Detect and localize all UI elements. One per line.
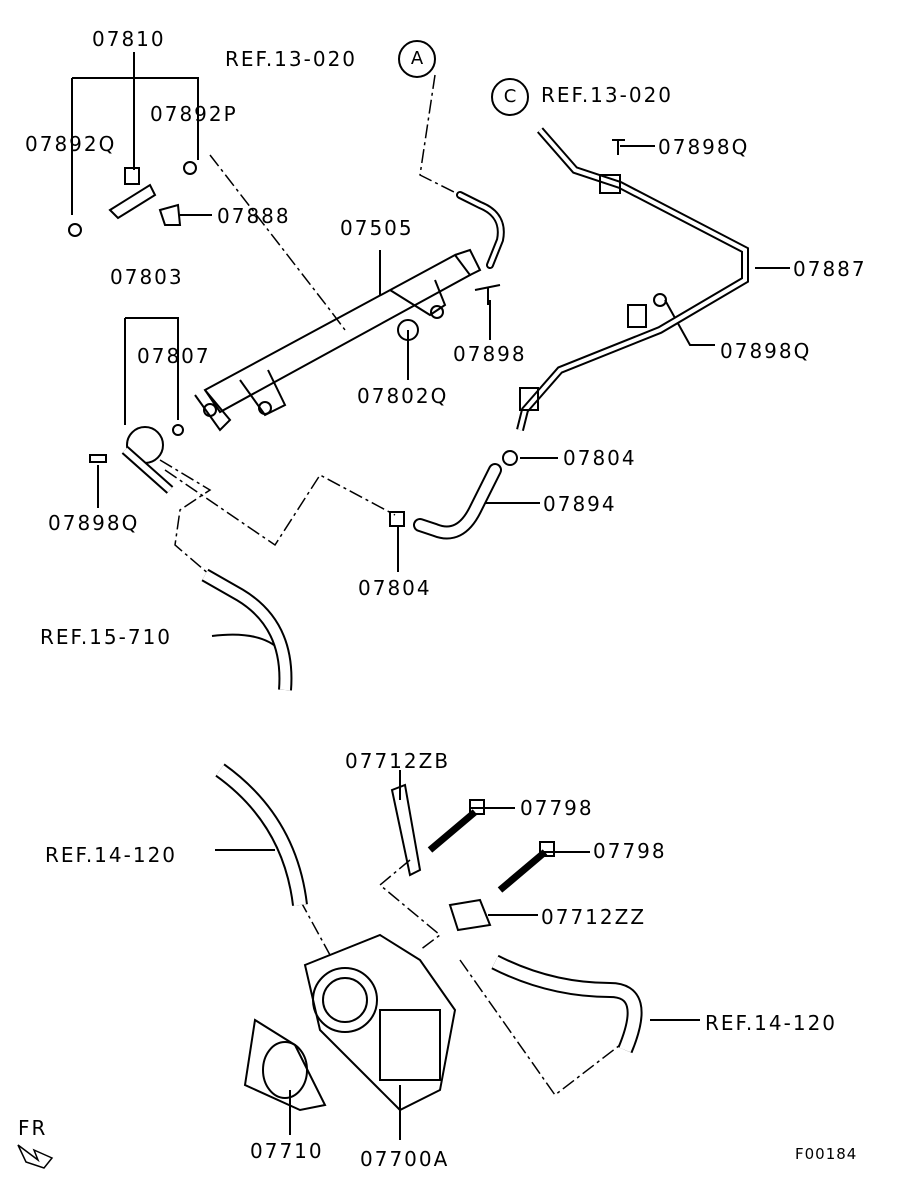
label-07505: 07505 [340, 216, 414, 240]
gasket-07710 [243, 1018, 327, 1112]
ref-a-label: REF.13-020 [225, 47, 358, 71]
pipe-07887 [516, 127, 749, 431]
pressure-regulator-07803 [121, 426, 174, 494]
label-07700a: 07700A [360, 1147, 450, 1171]
label-07712zz: 07712ZZ [541, 905, 647, 929]
ref-c-circle: C [491, 78, 529, 116]
label-07710: 07710 [250, 1139, 324, 1163]
label-07887: 07887 [793, 257, 867, 281]
label-07810: 07810 [92, 27, 166, 51]
ref-14-120-left-label: REF.14-120 [45, 843, 178, 867]
label-07898: 07898 [453, 342, 527, 366]
label-07798-a: 07798 [520, 796, 594, 820]
figure-code: F00184 [795, 1145, 858, 1163]
label-07712zb: 07712ZB [345, 749, 451, 773]
fuel-rail-07505 [194, 248, 482, 432]
guide-lines [159, 74, 621, 1097]
throttle-body-07700A [303, 933, 457, 1112]
ref-c-label: REF.13-020 [541, 83, 674, 107]
ref-a-circle: A [398, 40, 436, 78]
leader-lines [71, 52, 790, 1140]
label-07894: 07894 [543, 492, 617, 516]
label-07898q-left: 07898Q [48, 511, 140, 535]
ref-15-710-label: REF.15-710 [40, 625, 173, 649]
label-07803: 07803 [110, 265, 184, 289]
label-07802q: 07802Q [357, 384, 449, 408]
label-07804-mid: 07804 [358, 576, 432, 600]
label-07804-right: 07804 [563, 446, 637, 470]
label-07888: 07888 [217, 204, 291, 228]
front-indicator: FR [18, 1116, 48, 1140]
label-07892p: 07892P [150, 102, 238, 126]
label-07798-b: 07798 [593, 839, 667, 863]
label-07892q: 07892Q [25, 132, 117, 156]
label-07807: 07807 [137, 344, 211, 368]
label-07898q-top: 07898Q [658, 135, 750, 159]
ref-14-120-right-label: REF.14-120 [705, 1011, 838, 1035]
label-07898q-right: 07898Q [720, 339, 812, 363]
front-arrow-icon [17, 1144, 54, 1169]
